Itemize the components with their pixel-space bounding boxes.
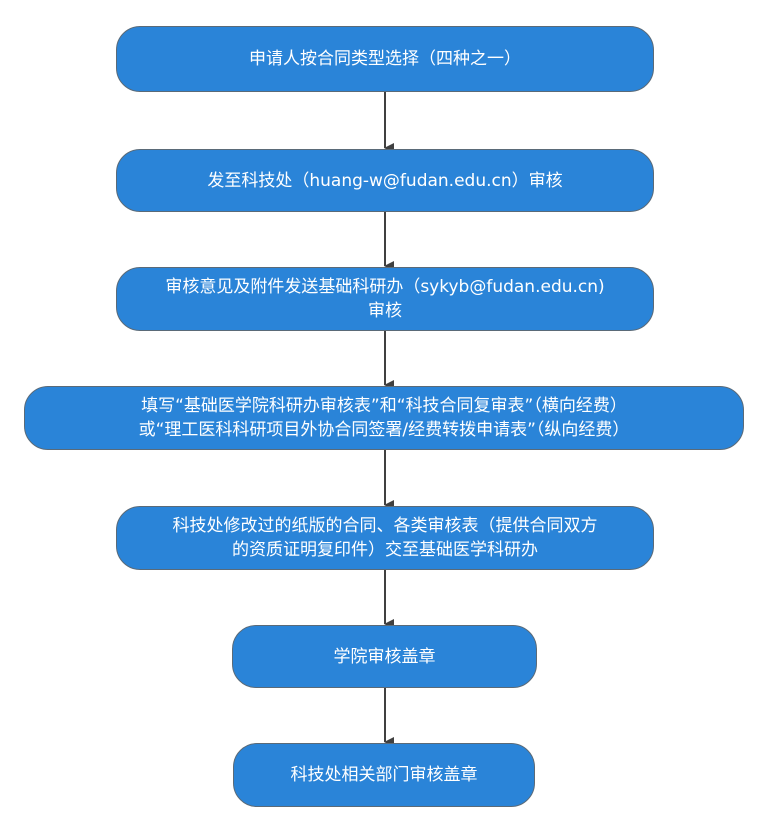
step-6-college-stamp: 学院审核盖章: [232, 625, 537, 688]
step-3-line-1: 审核意见及附件发送基础科研办（sykyb@fudan.edu.cn): [165, 277, 605, 297]
step-3-send-review-opinion: 审核意见及附件发送基础科研办（sykyb@fudan.edu.cn) 审核: [116, 267, 654, 331]
step-7-line-1: 科技处相关部门审核盖章: [290, 765, 478, 785]
step-1-select-contract-type: 申请人按合同类型选择（四种之一）: [116, 26, 654, 92]
step-4-fill-forms: 填写“基础医学院科研办审核表”和“科技合同复审表”（横向经费） 或“理工医科科研…: [24, 386, 744, 450]
step-5-line-1: 科技处修改过的纸版的合同、各类审核表（提供合同双方: [172, 516, 598, 536]
step-2-line-1: 发至科技处（huang-w@fudan.edu.cn）审核: [207, 170, 563, 191]
step-3-line-2: 审核: [368, 301, 402, 321]
step-5-line-2: 的资质证明复印件）交至基础医学科研办: [232, 540, 538, 560]
step-7-department-stamp: 科技处相关部门审核盖章: [233, 743, 535, 807]
step-4-line-2: 或“理工医科科研项目外协合同签署/经费转拨申请表”（纵向经费）: [138, 420, 630, 440]
step-1-line-1: 申请人按合同类型选择（四种之一）: [249, 49, 521, 69]
step-6-line-1: 学院审核盖章: [333, 646, 436, 667]
step-4-line-1: 填写“基础医学院科研办审核表”和“科技合同复审表”（横向经费）: [141, 396, 627, 416]
step-2-send-to-sci-tech-office: 发至科技处（huang-w@fudan.edu.cn）审核: [116, 149, 654, 212]
step-5-submit-paper-contract: 科技处修改过的纸版的合同、各类审核表（提供合同双方 的资质证明复印件）交至基础医…: [116, 506, 654, 570]
